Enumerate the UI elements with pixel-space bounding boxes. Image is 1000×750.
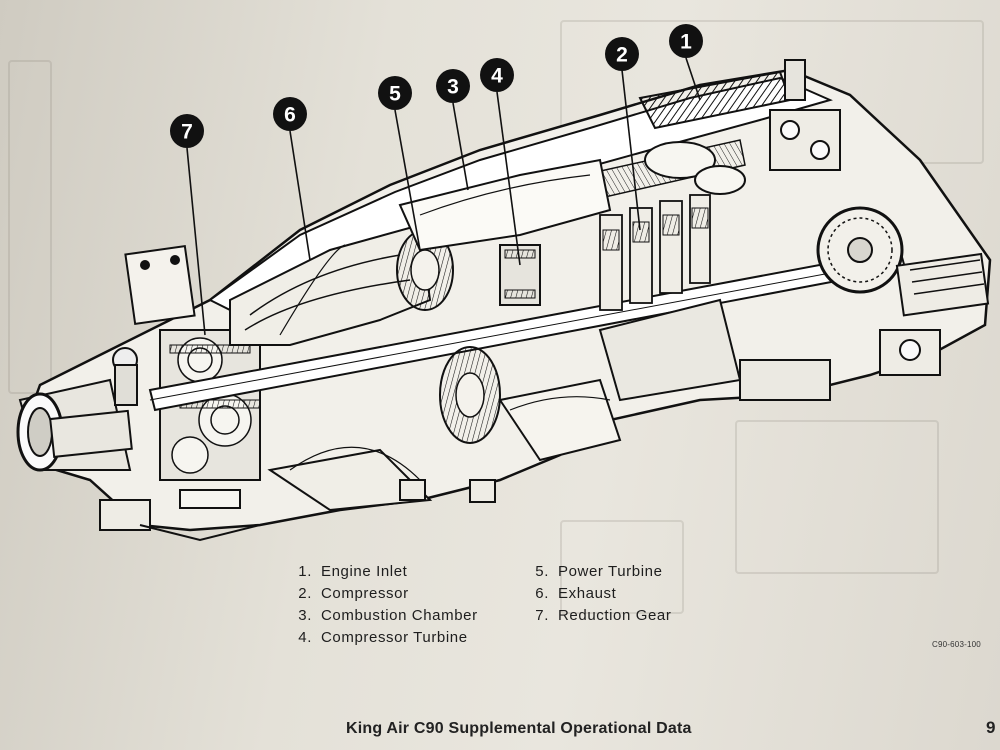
- legend-index: 5.: [535, 563, 549, 580]
- legend-label: Compressor: [321, 585, 409, 602]
- legend-index: 2.: [298, 585, 312, 602]
- legend-column-1: 1. Engine Inlet 2. Compressor 3. Combustion…: [288, 561, 478, 649]
- page-number: 9: [986, 718, 996, 737]
- callout-5-number: 5: [389, 83, 401, 106]
- callout-4: 4: [480, 58, 514, 92]
- legend-index: 4.: [298, 629, 312, 646]
- legend-index: 6.: [535, 585, 549, 602]
- callout-7: 7: [170, 114, 204, 148]
- bleed-through-box: [8, 60, 52, 394]
- legend-index: 7.: [535, 607, 549, 624]
- callout-1-number: 1: [680, 31, 692, 54]
- legend-item-reduction-gear: 7. Reduction Gear: [525, 605, 671, 627]
- combustion-chamber-section: [398, 158, 622, 462]
- figure-code: C90-603-100: [932, 640, 981, 649]
- callout-7-number: 7: [181, 121, 193, 144]
- callout-6-number: 6: [284, 104, 296, 127]
- callout-6: 6: [273, 97, 307, 131]
- callout-3-number: 3: [447, 76, 459, 99]
- exhaust-section: [229, 223, 433, 512]
- legend-label: Reduction Gear: [558, 607, 672, 624]
- legend-index: 3.: [298, 607, 312, 624]
- legend-item-exhaust: 6. Exhaust: [525, 583, 671, 605]
- legend-item-combustion-chamber: 3. Combustion Chamber: [288, 605, 478, 627]
- legend-item-compressor-turbine: 4. Compressor Turbine: [288, 627, 478, 649]
- footer-title: King Air C90 Supplemental Operational Da…: [346, 720, 692, 737]
- callout-5: 5: [378, 76, 412, 110]
- bleed-through-box: [735, 420, 939, 574]
- reduction-gear-section: [112, 245, 261, 509]
- legend-label: Combustion Chamber: [321, 607, 478, 624]
- callout-2-number: 2: [616, 44, 628, 67]
- legend-index: 1.: [298, 563, 312, 580]
- callout-2: 2: [605, 37, 639, 71]
- legend-item-power-turbine: 5. Power Turbine: [525, 561, 671, 583]
- callout-1: 1: [669, 24, 703, 58]
- legend-label: Compressor Turbine: [321, 629, 468, 646]
- turbine-discs: [396, 229, 541, 444]
- bleed-through-box: [560, 520, 684, 614]
- legend-column-2: 5. Power Turbine 6. Exhaust 7. Reduction Ge…: [525, 561, 671, 627]
- leader-lines: [186, 57, 701, 336]
- callout-3: 3: [436, 69, 470, 103]
- lower-fittings: [99, 479, 496, 542]
- legend-item-compressor: 2. Compressor: [288, 583, 478, 605]
- legend-label: Engine Inlet: [321, 563, 408, 580]
- compressor-section: [598, 141, 746, 402]
- callout-4-number: 4: [491, 65, 503, 88]
- legend-item-engine-inlet: 1. Engine Inlet: [288, 561, 478, 583]
- engine-inlet-section: [16, 378, 133, 472]
- accessory-gearbox: [739, 59, 990, 401]
- legend-label: Exhaust: [558, 585, 617, 602]
- legend-label: Power Turbine: [558, 563, 663, 580]
